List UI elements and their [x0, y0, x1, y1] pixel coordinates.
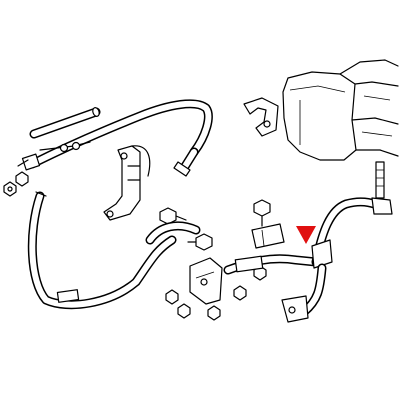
- bolt-9: [233, 285, 247, 301]
- bolt-8: [207, 305, 221, 321]
- pointer-arrow: [296, 226, 316, 244]
- straight-pipe: [29, 107, 101, 139]
- bolt-4: [187, 233, 213, 251]
- right-lower-pipe: [281, 239, 333, 323]
- fitting-cluster-left: [103, 145, 151, 221]
- right-upper-hose: [311, 197, 393, 267]
- bolt-6: [165, 289, 179, 305]
- upper-hose-assembly: [17, 99, 213, 177]
- bolt-5: [253, 199, 271, 227]
- bolt-2: [15, 171, 29, 187]
- bolt-1: [3, 181, 17, 197]
- mounting-bracket-top: [243, 97, 279, 137]
- engine-block: [282, 59, 399, 161]
- hose-clip: [251, 223, 285, 249]
- bolt-3: [159, 207, 187, 225]
- middle-hose: [145, 221, 321, 275]
- bolt-7: [177, 303, 191, 319]
- center-bracket: [189, 257, 223, 305]
- lower-hose-main: [27, 191, 177, 310]
- service-valve-right: [375, 161, 385, 199]
